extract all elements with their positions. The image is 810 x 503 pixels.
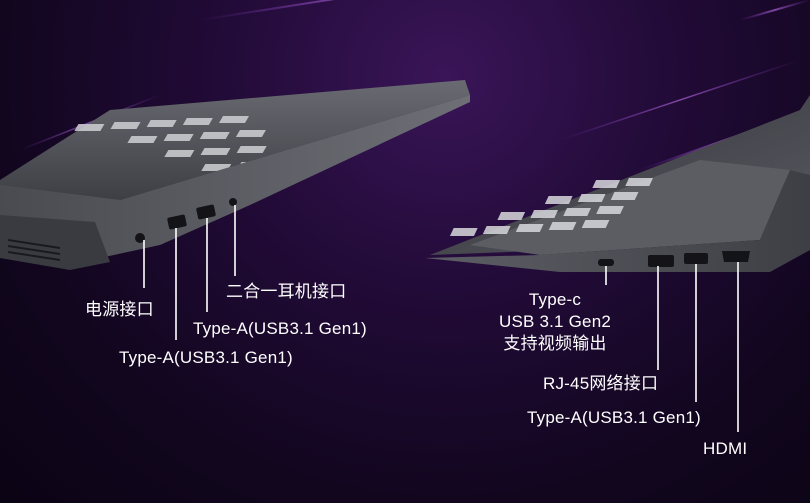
leader-lines [143,205,739,432]
label-usb-a-2: Type-A(USB3.1 Gen1) [193,319,367,338]
rj45-port [648,255,674,267]
usb-a-port-1 [167,214,187,230]
label-hdmi-port: HDMI [703,439,748,458]
audio-port [229,198,237,206]
label-type-c-port: Type-c USB 3.1 Gen2 支持视频输出 [495,289,615,355]
label-power-port: 电源接口 [85,300,154,319]
label-rj45-port: RJ-45网络接口 [543,374,659,393]
left-laptop [0,80,470,270]
label-type-c-line-3: 支持视频输出 [503,334,607,353]
label-audio-port: 二合一耳机接口 [226,282,347,301]
label-usb-a-1: Type-A(USB3.1 Gen1) [119,348,293,367]
power-port [135,233,145,243]
type-c-port [598,259,614,266]
left-vents [7,239,61,261]
right-keyboard [449,178,653,236]
label-type-c-line-2: USB 3.1 Gen2 [498,312,612,331]
usb-a-port-2 [196,204,216,220]
hdmi-port [722,251,750,262]
right-laptop [425,95,810,272]
usb-a-port-right [684,253,708,264]
label-usb-a-right: Type-A(USB3.1 Gen1) [527,408,701,427]
label-type-c-line-1: Type-c [528,290,582,309]
